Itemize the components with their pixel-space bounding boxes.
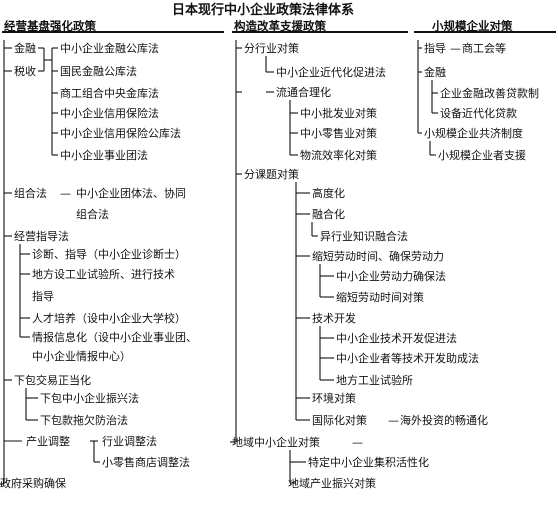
industry-item: 行业调整法 (102, 435, 157, 448)
node-sector: 分行业对策 (244, 42, 299, 55)
node-distribution: 流通合理化 (276, 86, 331, 99)
regional-dash: — (352, 436, 363, 449)
org-law-detail: 中小企业团体法、协同 (76, 187, 186, 200)
node-regional: 地域中小企业对策 (232, 436, 320, 449)
guidance-item: 商工会等 (462, 42, 506, 55)
law-item: 中小企业信用保险公库法 (60, 127, 181, 140)
regional-item: 特定中小企业集积活性化 (308, 456, 429, 469)
law-item: 国民金融公库法 (60, 65, 137, 78)
law-item: 中小企业金融公库法 (60, 42, 159, 55)
law-item: 中小企业信用保险法 (60, 107, 159, 120)
issue-item: 国际化对策 (312, 414, 367, 427)
subcontract-item: 下包款拖欠防治法 (40, 414, 128, 427)
node-procurement: 政府采购确保 (0, 477, 66, 490)
law-item: 中小企业事业团法 (60, 149, 148, 162)
guidance-item: 诊断、指导（中小企业诊断士） (32, 248, 186, 261)
distribution-item: 物流效率化对策 (300, 149, 377, 162)
sector-law: 中小企业近代化促进法 (276, 66, 386, 79)
org-law-dash: — (60, 187, 71, 200)
issue-item: 融合化 (312, 208, 345, 221)
distribution-item: 中小零售业对策 (300, 127, 377, 140)
header-structural-reform: 构造改革支援政策 (234, 19, 326, 33)
issue-item: 中小企业劳动力确保法 (336, 270, 446, 283)
org-law-detail: 组合法 (76, 208, 109, 221)
node-finance-small: 金融 (424, 66, 446, 79)
issue-item: 异行业知识融合法 (320, 230, 408, 243)
issue-item: 中小企业技术开发促进法 (336, 332, 457, 345)
guidance-item: 情报信息化（设中小企业事业团、 (32, 331, 197, 344)
finance-item: 企业金融改善贷款制 (440, 87, 539, 100)
node-mutual-aid: 小规模企业共济制度 (424, 127, 523, 140)
guidance-item: 中小企业情报中心） (32, 350, 131, 363)
node-issues: 分课题对策 (244, 168, 299, 181)
guidance-item: 地方设工业试验所、进行技术 (32, 268, 175, 281)
node-subcontract: 下包交易正当化 (14, 374, 91, 387)
node-guidance: 指导 (424, 42, 446, 55)
guidance-dash: — (450, 42, 461, 55)
issue-item: 中小企业者等技术开发助成法 (336, 352, 479, 365)
issue-item: 缩短劳动时间对策 (336, 291, 424, 304)
mutual-item: 小规模企业者支援 (438, 149, 526, 162)
guidance-item: 指导 (32, 290, 54, 303)
header-base-strengthening: 经营基盘强化政策 (4, 19, 96, 33)
regional-item: 地域产业振兴对策 (288, 477, 376, 490)
header-small-business: 小规模企业对策 (432, 19, 513, 33)
issue-item: 高度化 (312, 187, 345, 200)
issue-item: 技术开发 (312, 312, 356, 325)
node-finance: 金融 (14, 42, 36, 55)
guidance-item: 人才培养（设中小企业大学校） (32, 312, 186, 325)
node-tax: 税收 (14, 65, 36, 78)
industry-item: 小零售商店调整法 (102, 456, 190, 469)
distribution-item: 中小批发业对策 (300, 107, 377, 120)
subcontract-item: 下包中小企业振兴法 (40, 392, 139, 405)
node-guidance-law: 经营指导法 (14, 230, 69, 243)
law-item: 商工组合中央金库法 (60, 87, 159, 100)
node-org-law: 组合法 (14, 187, 47, 200)
node-industry-adjust: 产业调整 (26, 435, 70, 448)
page-title: 日本现行中小企业政策法律体系 (172, 3, 355, 18)
issue-item: 环境对策 (312, 392, 356, 405)
issue-item: 缩短劳动时间、确保劳动力 (312, 250, 444, 263)
issue-item: 海外投资的畅通化 (400, 414, 488, 427)
intl-dash: — (388, 414, 399, 427)
issue-item: 地方工业试验所 (336, 374, 413, 387)
finance-item: 设备近代化贷款 (440, 107, 517, 120)
